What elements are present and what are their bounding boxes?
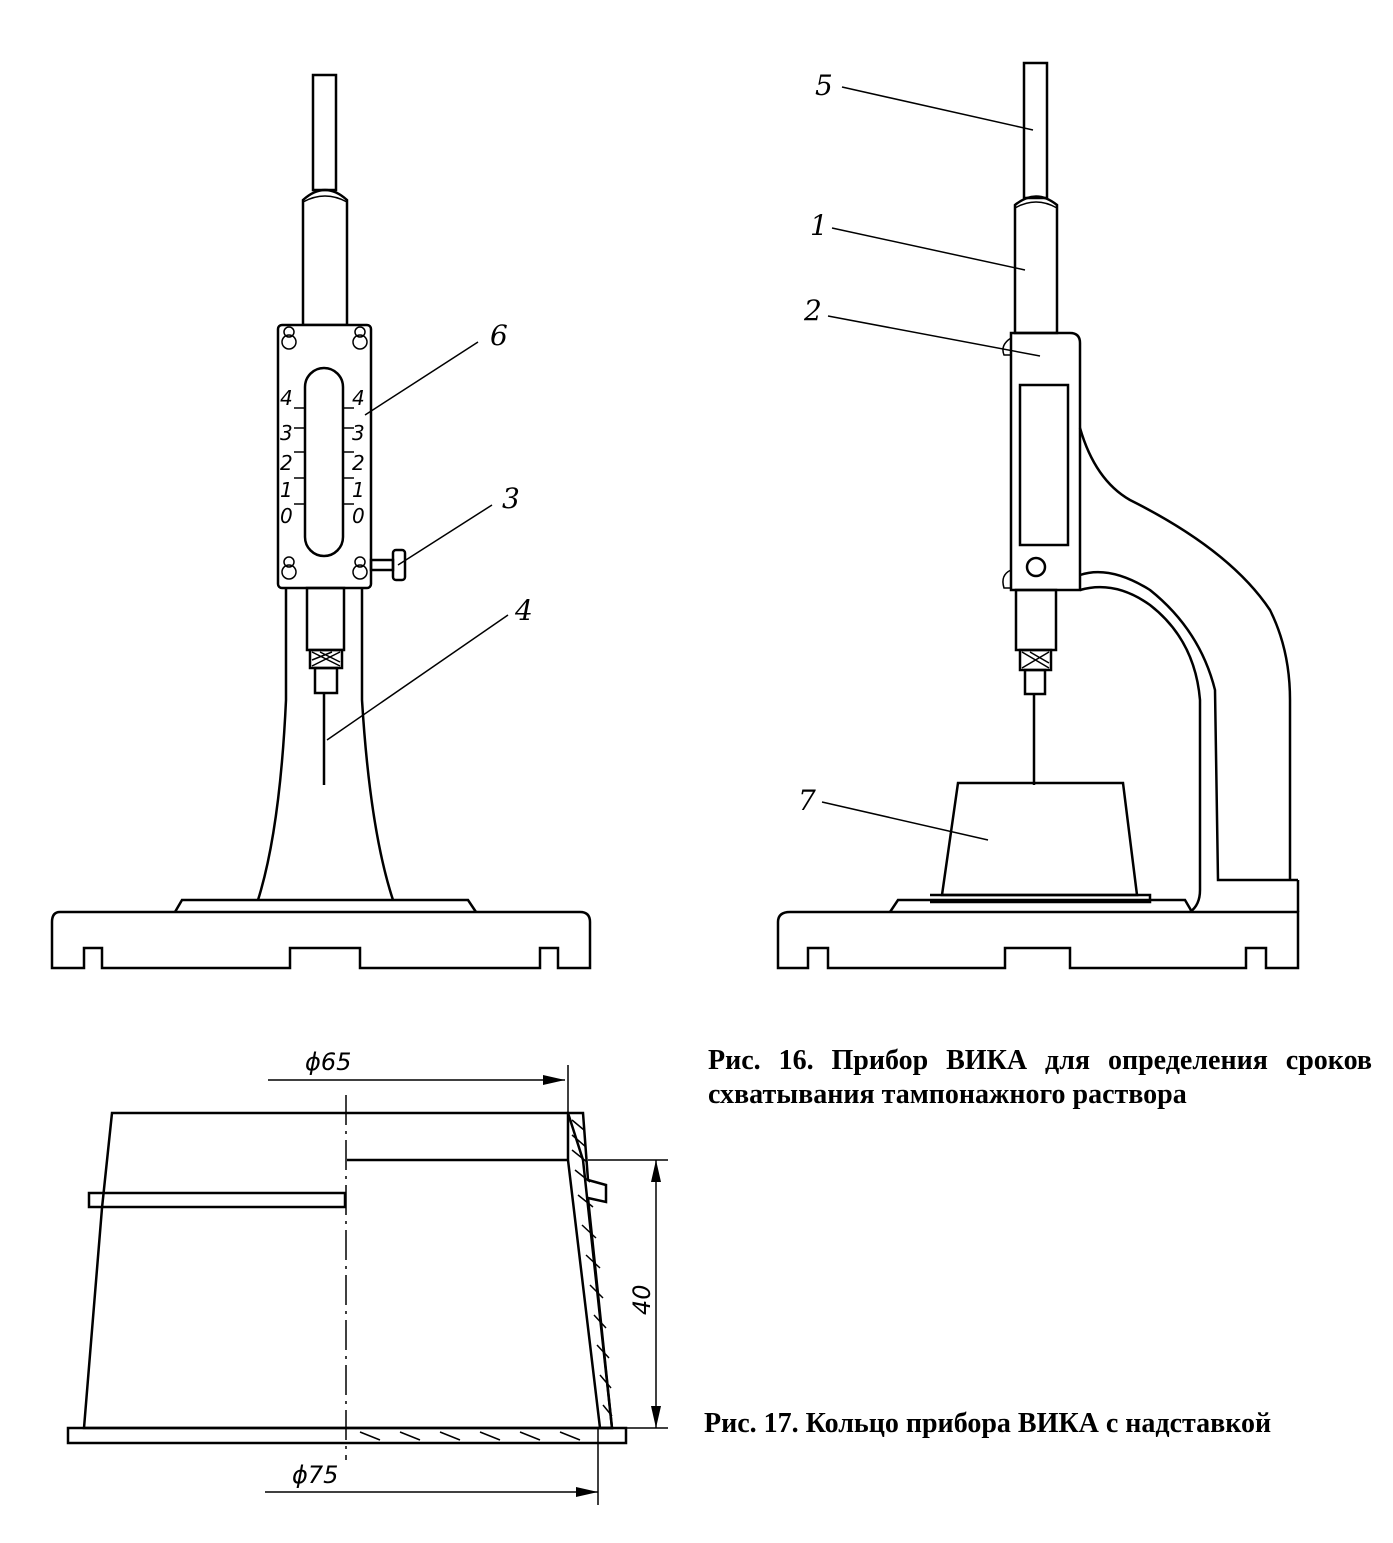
ring-drawing: ϕ65 ϕ75 40 [66,1048,668,1505]
side-base-plate [888,898,1194,913]
scale-slot [303,366,345,558]
leader-3 [397,504,493,566]
leader-4 [326,614,509,741]
ring-collar [87,1191,347,1209]
leader-5 [841,86,1034,131]
vicat-side-view [776,61,1300,970]
figure-16-caption: Рис. 16. Прибор ВИКА для определения сро… [708,1045,1372,1110]
label-7: 7 [798,784,816,817]
scale-tick-0-right: 0 [352,504,365,528]
label-2: 2 [803,294,822,327]
stand-column [256,588,288,901]
plunger-rod-top [311,73,338,192]
leader-6 [364,341,479,416]
label-1: 1 [810,209,828,242]
locking-screw [369,558,395,572]
leader-7 [821,801,989,841]
stand-arm [1078,427,1292,880]
side-base [776,910,1300,970]
ring-base-plate [66,1426,628,1445]
vicat-front-view: 4 3 2 1 0 4 3 2 1 0 [50,73,592,970]
label-5: 5 [815,69,833,102]
figure-17-caption: Рис. 17. Кольцо прибора ВИКА с надставко… [704,1408,1272,1439]
scale-tick-1-left: 1 [280,478,293,502]
leader-2 [827,315,1041,357]
scale-tick-3-left: 3 [280,421,293,445]
scale-tick-4-left: 4 [280,386,293,410]
scale-left: 4 3 2 1 0 [280,386,293,528]
holder-slot [1018,383,1070,547]
scale-right: 4 3 2 1 0 [352,386,365,528]
scale-tick-2-left: 2 [280,451,293,475]
holder-block [1009,331,1082,592]
dim-height: 40 [628,1284,656,1315]
base [50,910,592,970]
label-4: 4 [514,594,533,627]
upper-cylinder [301,188,349,327]
scale-tick-0-left: 0 [280,504,293,528]
scale-tick-3-right: 3 [352,421,365,445]
scale-tick-4-right: 4 [352,386,365,410]
label-6: 6 [490,319,508,352]
vicat-ring-mold [940,781,1139,897]
leader-1 [831,227,1026,271]
dim-top-diameter: ϕ65 [305,1048,351,1076]
label-3: 3 [502,482,520,515]
dim-bottom-diameter: ϕ75 [292,1461,338,1489]
plunger-rod-side [1022,61,1049,200]
scale-tick-1-right: 1 [352,478,365,502]
scale-tick-2-right: 2 [352,451,365,475]
base-top-plate [173,898,478,913]
